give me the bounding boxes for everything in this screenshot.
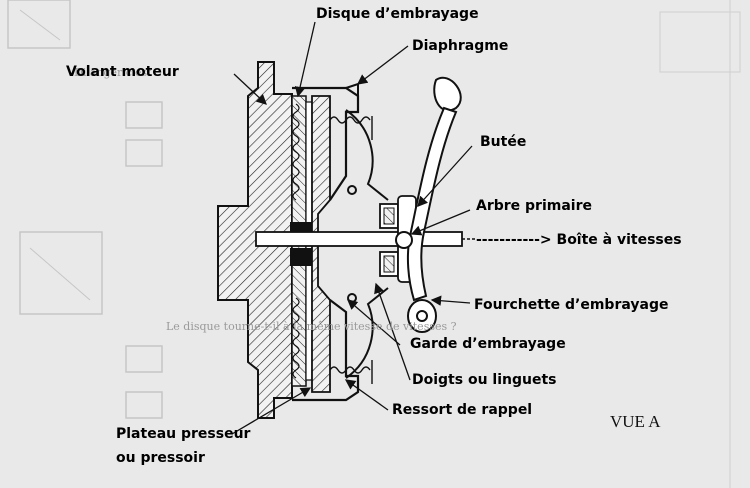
label-return-spring: Ressort de rappel [392, 402, 533, 418]
label-pressure-plate-alt: ou pressoir [116, 450, 205, 466]
clutch-fork [395, 76, 462, 333]
label-diaphragm: Diaphragme [412, 38, 509, 54]
label-gearbox: -----------> Boîte à vitesses [476, 232, 682, 248]
leader-lines [231, 21, 473, 435]
label-clutch-guard: Garde d’embrayage [410, 336, 566, 352]
label-primary-shaft: Arbre primaire [476, 198, 592, 214]
label-clutch-disc: Disque d’embrayage [316, 6, 479, 22]
background-text-2: Le disque tourne-t-il à la même vitesse … [166, 320, 457, 333]
background-text-1: Dilanger c'est : [74, 66, 159, 79]
label-release-bearing: Butée [480, 134, 527, 150]
return-springs [329, 116, 373, 384]
label-pressure-plate: Plateau presseur [116, 426, 251, 442]
label-clutch-fork: Fourchette d’embrayage [474, 297, 669, 313]
pressure-plate [311, 95, 331, 393]
label-fingers: Doigts ou linguets [412, 372, 557, 388]
label-flywheel: Volant moteur [66, 64, 179, 80]
view-label: VUE A [610, 412, 661, 431]
primary-shaft [255, 231, 475, 247]
background-page [7, 0, 741, 488]
